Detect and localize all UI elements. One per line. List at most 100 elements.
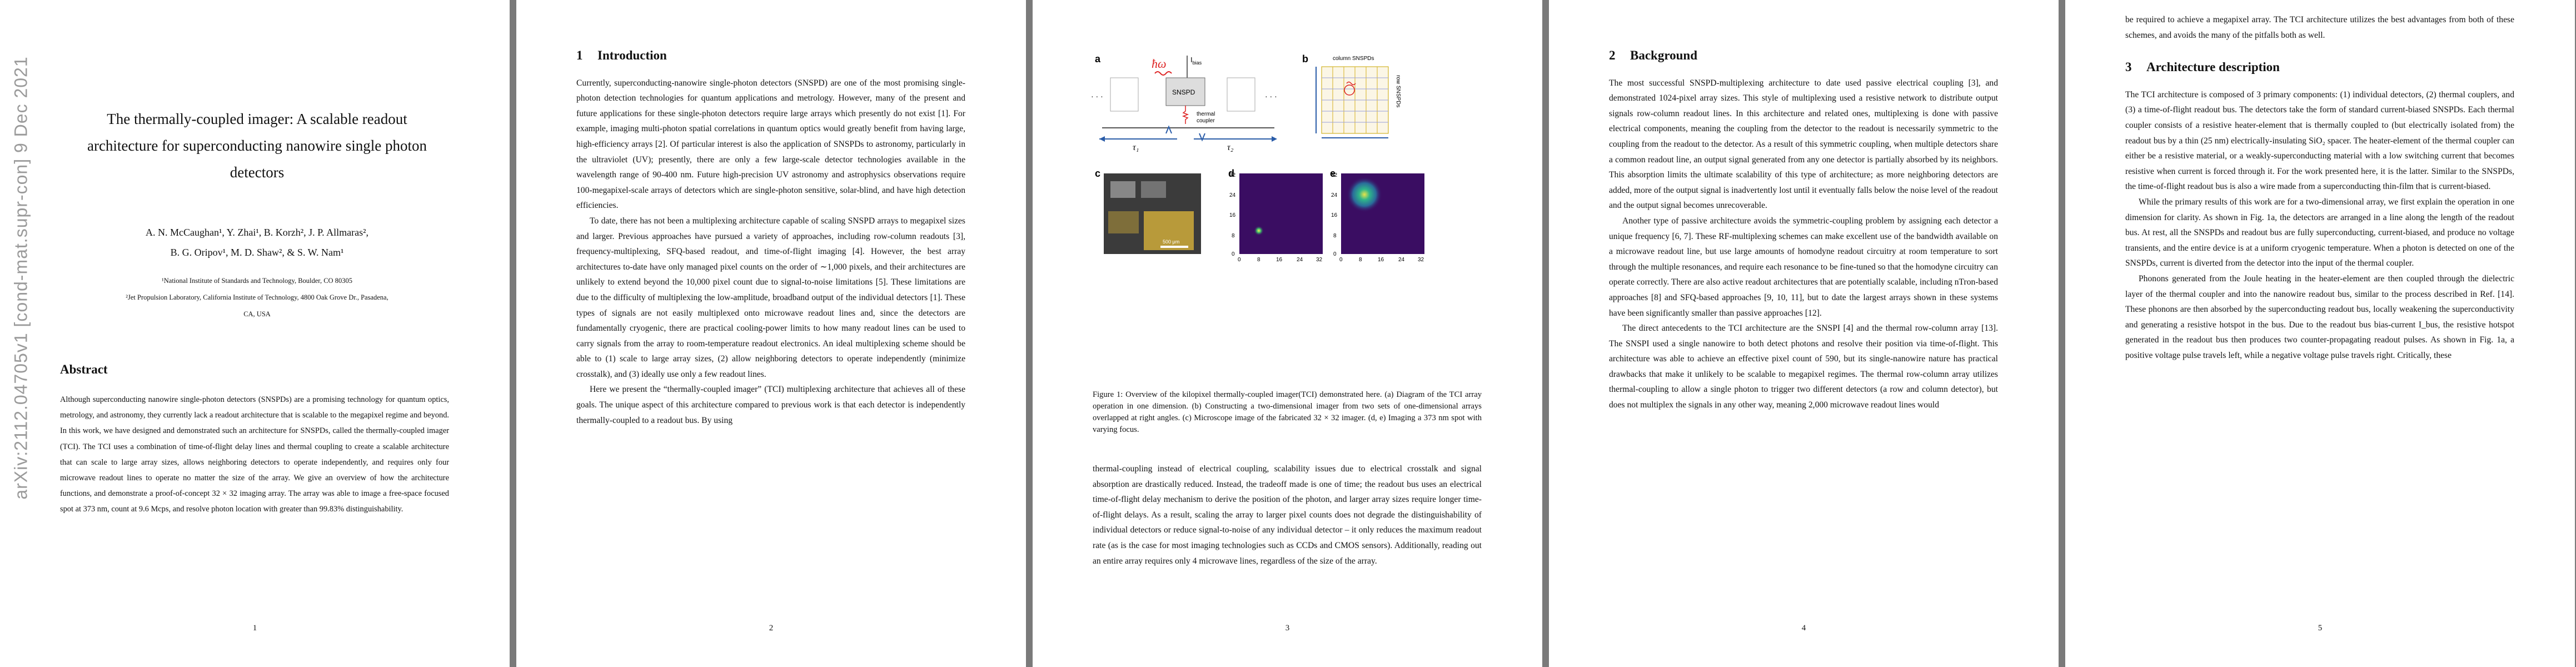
- svg-text:32: 32: [1331, 172, 1338, 178]
- svg-text:8: 8: [1333, 233, 1337, 239]
- svg-text:8: 8: [1257, 257, 1260, 263]
- svg-text:16: 16: [1331, 212, 1338, 218]
- svg-text:0: 0: [1339, 257, 1343, 263]
- image-e-ticks: 0 8 16 24 32 0 8 16 24 32: [1331, 172, 1424, 263]
- page-number: 3: [1285, 624, 1290, 633]
- author-list: A. N. McCaughan¹, Y. Zhai¹, B. Korzh², J…: [50, 222, 464, 262]
- abstract-heading: Abstract: [60, 362, 108, 376]
- paragraph: The most successful SNSPD-multiplexing a…: [1609, 78, 1998, 211]
- neighbor-detector-left: [1110, 77, 1139, 112]
- arxiv-stamp: arXiv:2112.04705v1 [cond-mat.supr-con] 9…: [11, 56, 31, 500]
- svg-text:32: 32: [1316, 257, 1323, 263]
- figure-1: a ħω Ibias SNSPD · · · · · · thermal cou…: [1088, 50, 1488, 384]
- tau1-label: τ₁: [1133, 143, 1139, 152]
- photon-wave-icon: [1346, 81, 1356, 86]
- panel-a-label: a: [1095, 53, 1101, 64]
- page-number: 2: [769, 624, 774, 633]
- paragraph: Another type of passive architecture avo…: [1609, 216, 1998, 318]
- defocused-spot: [1347, 177, 1382, 212]
- svg-text:32: 32: [1418, 257, 1424, 263]
- tau2-label: τ₂: [1227, 143, 1234, 152]
- right-arrow-head: [1272, 136, 1277, 142]
- row-snspds-label: row SNSPDs: [1395, 75, 1401, 107]
- svg-text:16: 16: [1229, 212, 1236, 218]
- abstract-text: Although superconducting nanowire single…: [60, 395, 449, 514]
- svg-text:24: 24: [1331, 192, 1338, 198]
- page-body: be required to achieve a megapixel array…: [2125, 12, 2514, 363]
- left-arrow-head: [1099, 136, 1105, 142]
- photon-wave-icon: [1154, 71, 1172, 76]
- svg-text:24: 24: [1297, 257, 1303, 263]
- panel-d-label: d: [1228, 168, 1234, 179]
- column-snspds-label: column SNSPDs: [1333, 56, 1374, 62]
- paragraph: To date, there has not been a multiplexi…: [576, 216, 965, 379]
- focused-spot: [1254, 226, 1264, 236]
- hit-marker: [1344, 84, 1355, 96]
- positive-pulse: [1165, 125, 1172, 134]
- page-5: be required to achieve a megapixel array…: [2065, 0, 2575, 667]
- svg-text:24: 24: [1229, 192, 1236, 198]
- paragraph: Currently, superconducting-nanowire sing…: [576, 78, 965, 211]
- neighbor-detector-right: [1227, 77, 1255, 112]
- title-line: detectors: [230, 164, 285, 181]
- ellipsis-left: · · ·: [1091, 92, 1103, 101]
- title-line: architecture for superconducting nanowir…: [87, 137, 427, 154]
- title-line: The thermally-coupled imager: A scalable…: [107, 111, 407, 127]
- svg-text:0: 0: [1333, 251, 1337, 257]
- bias-current-label: Ibias: [1190, 56, 1202, 66]
- page-number: 1: [252, 624, 257, 633]
- detector-array: [1144, 211, 1194, 250]
- coupler-label-2: coupler: [1197, 118, 1215, 124]
- svg-text:8: 8: [1232, 233, 1235, 239]
- figure-1-graphic: a ħω Ibias SNSPD · · · · · · thermal cou…: [1091, 53, 1424, 263]
- array-grid: [1316, 66, 1389, 138]
- paragraph: While the primary results of this work a…: [2125, 197, 2514, 268]
- svg-text:32: 32: [1229, 172, 1236, 178]
- affiliation: ²Jet Propulsion Laboratory, California I…: [126, 293, 388, 301]
- authors-line: A. N. McCaughan¹, Y. Zhai¹, B. Korzh², J…: [145, 227, 369, 238]
- svg-text:16: 16: [1276, 257, 1283, 263]
- affiliation: ¹National Institute of Standards and Tec…: [162, 277, 352, 285]
- image-d-ticks: 0 8 16 24 32 0 8 16 24 32: [1229, 172, 1323, 263]
- paragraph: Phonons generated from the Joule heating…: [2125, 273, 2514, 360]
- svg-text:16: 16: [1378, 257, 1384, 263]
- photon-energy-label: ħω: [1152, 57, 1167, 71]
- paragraph: Here we present the “thermally-coupled i…: [576, 385, 965, 425]
- page-body: thermal-coupling instead of electrical c…: [1093, 464, 1482, 566]
- image-d: [1239, 173, 1323, 254]
- routing-area: [1108, 211, 1139, 233]
- snspd-label: SNSPD: [1172, 88, 1195, 96]
- ellipsis-right: · · ·: [1265, 92, 1277, 101]
- page-1: arXiv:2112.04705v1 [cond-mat.supr-con] 9…: [0, 0, 510, 667]
- page-3: a ħω Ibias SNSPD · · · · · · thermal cou…: [1033, 0, 1542, 667]
- panel-e-label: e: [1330, 168, 1336, 179]
- heater-resistor: [1182, 106, 1189, 124]
- paper-title: The thermally-coupled imager: A scalable…: [50, 106, 464, 186]
- panel-c-label: c: [1095, 168, 1100, 179]
- negative-pulse: [1199, 133, 1205, 142]
- bond-pads: [1141, 181, 1166, 198]
- svg-text:24: 24: [1398, 257, 1405, 263]
- page-number: 5: [2318, 624, 2323, 633]
- paragraph: be required to achieve a megapixel array…: [2125, 15, 2514, 40]
- figure-caption: Figure 1: Overview of the kilopixel ther…: [1093, 390, 1482, 434]
- affiliations: ¹National Institute of Standards and Tec…: [50, 272, 464, 322]
- svg-text:0: 0: [1232, 251, 1235, 257]
- bond-pads: [1110, 181, 1135, 198]
- affiliation: CA, USA: [243, 310, 271, 318]
- svg-text:0: 0: [1238, 257, 1241, 263]
- svg-text:8: 8: [1359, 257, 1362, 263]
- paragraph: The TCI architecture is composed of 3 pr…: [2125, 89, 2514, 192]
- paragraph: The direct antecedents to the TCI archit…: [1609, 323, 1998, 410]
- scale-bar-label: 500 μm: [1163, 239, 1179, 245]
- authors-line: B. G. Oripov¹, M. D. Shaw², & S. W. Nam¹: [170, 247, 344, 258]
- scale-bar: [1160, 246, 1188, 248]
- panel-b-label: b: [1302, 53, 1308, 64]
